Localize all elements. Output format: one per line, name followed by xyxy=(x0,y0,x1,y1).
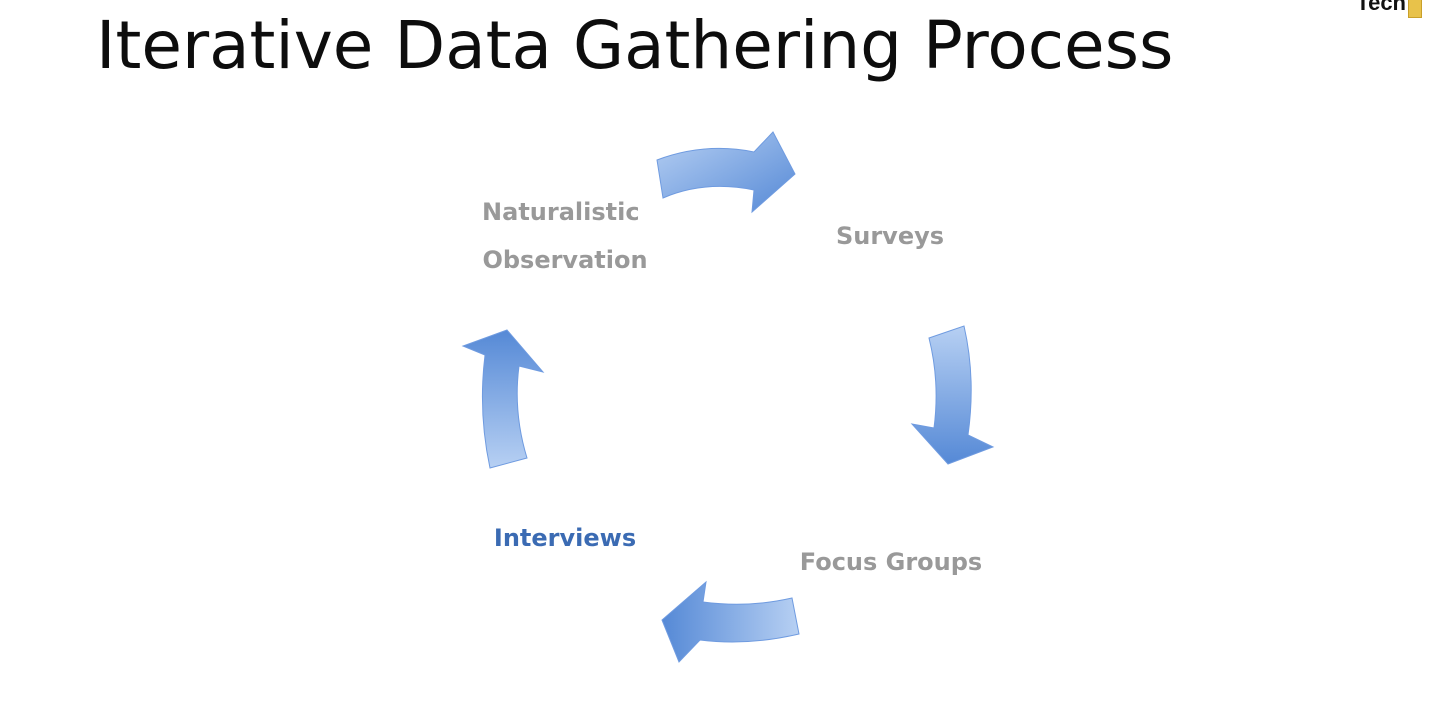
cycle-arrow-top-icon xyxy=(656,131,796,214)
cycle-arrow-left-icon xyxy=(461,329,545,469)
brand-logo-text: Tech xyxy=(1356,0,1406,15)
cycle-node-naturalistic-observation-line-1: Naturalistic xyxy=(482,198,640,226)
cycle-node-interviews-label: Interviews xyxy=(494,524,636,552)
cycle-node-naturalistic-observation: Naturalistic Observation xyxy=(482,198,648,274)
cycle-node-surveys: Surveys xyxy=(836,222,944,250)
brand-logo-mark-icon xyxy=(1408,0,1422,18)
cycle-node-interviews: Interviews xyxy=(494,524,636,552)
brand-logo: Tech xyxy=(1356,0,1422,18)
cycle-node-focus-groups-label: Focus Groups xyxy=(800,548,982,576)
cycle-arrow-right-icon xyxy=(910,325,995,465)
cycle-node-surveys-label: Surveys xyxy=(836,222,944,250)
slide-title: Iterative Data Gathering Process xyxy=(96,7,1174,84)
cycle-node-focus-groups: Focus Groups xyxy=(800,548,982,576)
cycle-arrow-bottom-icon xyxy=(661,580,800,663)
cycle-node-naturalistic-observation-line-2: Observation xyxy=(482,246,647,274)
